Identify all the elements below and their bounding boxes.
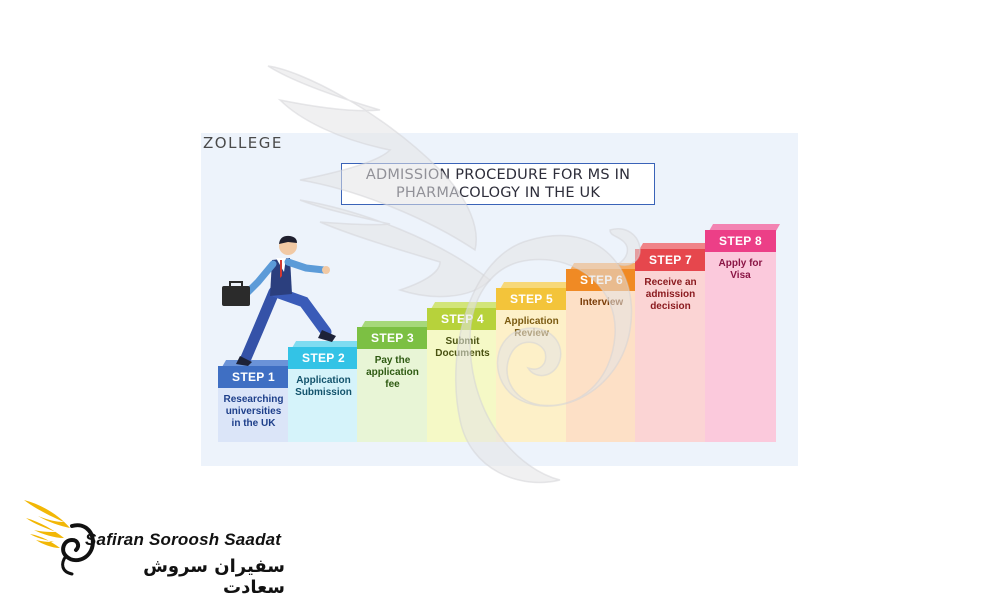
step-description-line: Receive an [644,277,697,288]
step-description-line: Application [296,375,351,386]
step-label: STEP 5 [496,288,567,310]
step-description-line: Documents [435,348,490,359]
company-name-english: Safiran Soroosh Saadat [85,530,282,549]
title-line-1: ADMISSION PROCEDURE FOR MS IN [365,167,631,183]
company-name-persian: سفیران سروش سعادت [143,556,285,598]
wing-logo-icon [24,500,95,576]
step-body [218,388,289,442]
diagram-title: ADMISSION PROCEDURE FOR MS IN PHARMACOLOG… [341,163,655,205]
step-body [705,252,776,442]
step-body [566,291,637,442]
step-body [357,349,428,442]
briefcase-icon [222,286,250,306]
title-line-2: PHARMACOLOGY IN THE UK [395,185,601,201]
step-label: STEP 8 [705,230,776,252]
step-label: STEP 1 [218,366,289,388]
step-description-line: universities [225,406,282,417]
step-description-line: admission [645,289,696,300]
step-description-line: decision [650,301,691,312]
step-label: STEP 6 [566,269,637,291]
step-description-line: fee [385,379,400,390]
brand-logo-text: ZOLLEGE [203,134,283,152]
businessman-climbing-icon [222,235,336,366]
step-description-line: Researching [223,394,284,405]
step-description-line: Pay the [374,355,411,366]
step-label: STEP 2 [288,347,359,369]
step-body [288,369,359,442]
step-label: STEP 7 [635,249,706,271]
step-description-line: Apply for [718,258,763,269]
step-body [635,271,706,442]
step-label: STEP 4 [427,308,498,330]
step-description-line: application [366,367,419,378]
step-description: Interview [566,297,637,309]
step-description-line: Interview [579,297,624,308]
step-description-line: Application [504,316,559,327]
step-description-line: in the UK [231,418,276,429]
step-description-line: Submission [295,387,352,398]
step-label: STEP 3 [357,327,428,349]
step-description-line: Review [514,328,549,339]
step-description-line: Submit [445,336,480,347]
step-description-line: Visa [730,270,751,281]
